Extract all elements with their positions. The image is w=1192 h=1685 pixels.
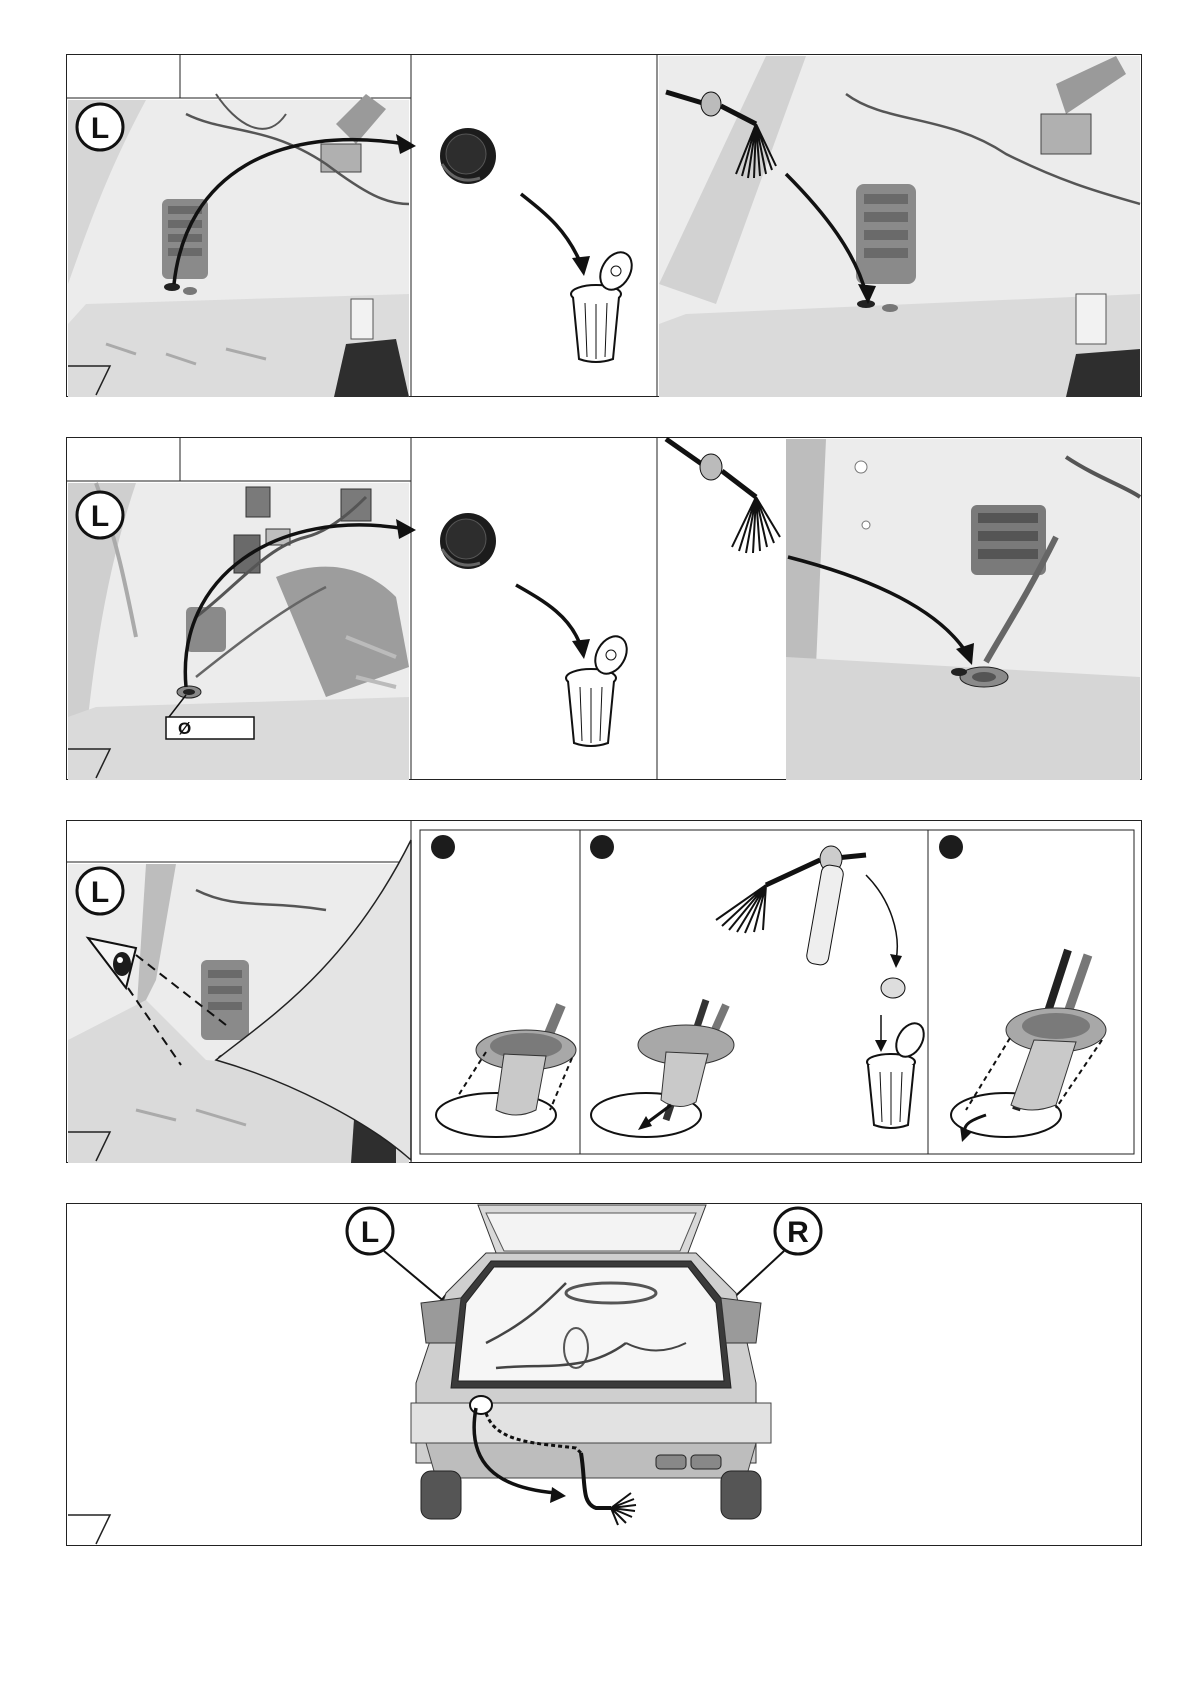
svg-text:R: R [787,1216,809,1249]
step-4-left-marker: L [347,1208,393,1254]
step-2-discard-arrow [516,585,581,647]
step-4-right-marker: R [775,1208,821,1254]
step-2-wire-harness-icon [666,439,780,553]
step-2-left-marker: L [77,492,123,538]
step-1-left-marker: L [77,104,123,150]
step-1-discard-arrow [521,194,581,264]
step-4-panel: L R [66,1203,1142,1546]
step-4-figure: L R [66,1203,1142,1546]
step-3-figure: L [66,820,1142,1163]
svg-text:L: L [361,1216,379,1249]
step-2-figure: L Ø [66,437,1142,780]
step-2-plug-icon [440,513,496,569]
step-1-panel: L [66,54,1142,397]
substep-a-badge [431,835,455,859]
substep-b-badge [590,835,614,859]
step-2-car-interior-right [786,439,1140,780]
svg-text:L: L [91,876,109,909]
step-1-car-interior-right [659,56,1140,397]
substep-c-badge [939,835,963,859]
step-3-panel: L [66,820,1142,1163]
step-4-corner-notch [68,1515,110,1544]
step-3-left-marker: L [77,868,123,914]
step-4-left-pointer [384,1251,446,1303]
svg-text:L: L [91,500,109,533]
step-1-figure: L [66,54,1142,397]
step-2-trash-bin-icon [566,631,633,746]
svg-text:Ø: Ø [178,719,191,738]
step-1-plug-icon [440,128,496,184]
svg-text:L: L [91,112,109,145]
step-4-vehicle-rear [411,1205,771,1519]
step-2-panel: L Ø [66,437,1142,780]
